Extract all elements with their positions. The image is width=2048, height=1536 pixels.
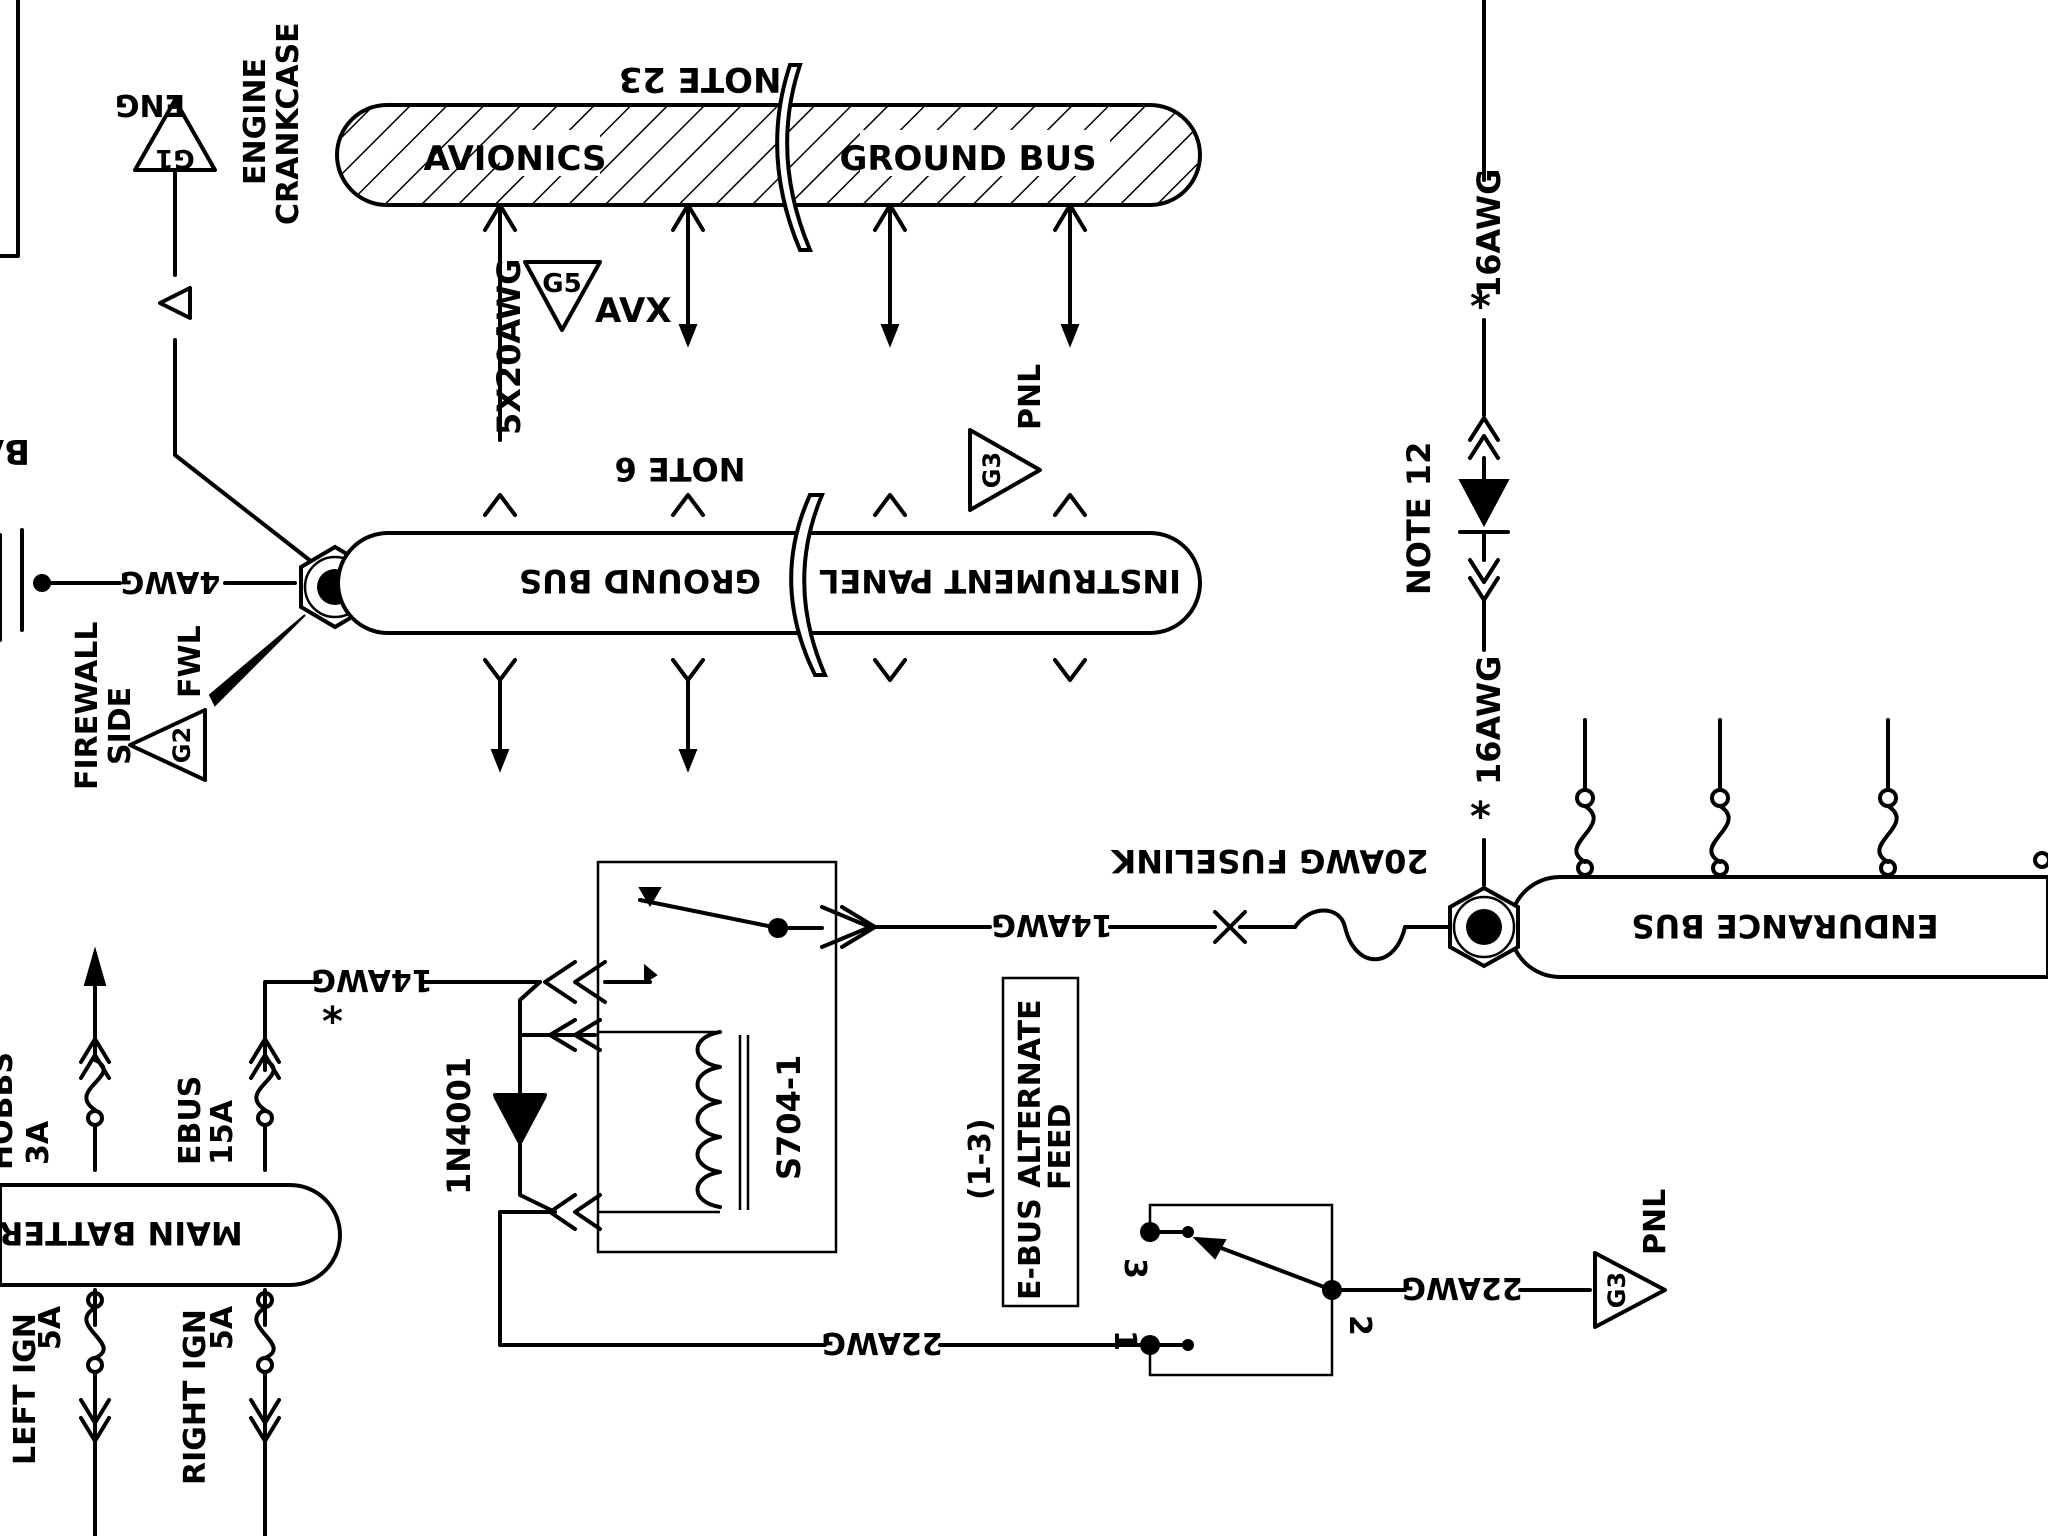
ground-g2-label-line2: SIDE (103, 687, 138, 765)
main-battery-bus: MAIN BATTERY (0, 1183, 342, 1287)
switch-label-line2: FEED (1043, 1104, 1078, 1190)
battery-ground-wire-label: 4AWG (120, 564, 220, 599)
endurance-feed-wire (1458, 0, 1510, 887)
left-ign-breaker-line1: LEFT IGN (8, 1313, 43, 1465)
relay-feed-asterisk: * (322, 999, 343, 1045)
panel-note-label: NOTE 6 (614, 450, 745, 488)
ground-bus-label: GROUND BUS (519, 562, 761, 600)
ebus-breaker-line2: 15A (205, 1099, 240, 1165)
ground-g1-tag: ENG (115, 87, 185, 122)
relay-feed-wire-label: 14AWG (311, 962, 432, 997)
avionics-ground-bus-label: GROUND BUS (839, 139, 1096, 179)
avionics-ground-wire-label: 5X20AWG (490, 259, 528, 435)
instrument-panel-ground-bus: GROUND BUS INSTRUMENT PANEL (336, 493, 1202, 677)
panel-bus-taps (483, 493, 1087, 773)
main-battery-label: MAIN BATTERY (0, 1214, 243, 1252)
switch-ground-wire-label: 22AWG (1401, 1270, 1522, 1305)
diode-note-label: NOTE 12 (1400, 442, 1438, 595)
ground-g5-id: G5 (542, 269, 581, 299)
switch-pin-3: 3 (1117, 1258, 1152, 1279)
switch-pin-2: 2 (1342, 1315, 1377, 1336)
avionics-ground-bus: AVIONICS GROUND BUS (335, 63, 1202, 252)
right-ign-breaker-line2: 5A (205, 1305, 240, 1350)
fuselink-label: 20AWG FUSELINK (1110, 842, 1428, 880)
ground-g5-tag: AVX (595, 291, 672, 331)
avionics-note-label: NOTE 23 (619, 59, 782, 99)
ground-g2-label-line1: FIREWALL (70, 622, 105, 790)
switch-range-label: (1-3) (963, 1118, 998, 1200)
ground-g2-tag: FWL (173, 625, 208, 698)
relay-label: S704-1 (770, 1055, 808, 1180)
right-ign-breaker-line1: RIGHT IGN (178, 1309, 213, 1485)
main-battery-lower-breakers (79, 1288, 281, 1536)
ground-g1-symbol: G1 ENG (115, 87, 337, 582)
ground-g5-symbol: G5 AVX (523, 260, 672, 332)
ebus-lower-wire-label: 16AWG (1470, 656, 1508, 785)
avionics-bus-taps (483, 203, 1087, 442)
endurance-bus: ENDURANCE BUS (1448, 875, 2048, 979)
relay-out-wire-label: 14AWG (991, 907, 1112, 942)
relay-s704: S704-1 (596, 860, 838, 1254)
ebus-breaker-line1: EBUS (173, 1076, 208, 1165)
ebus-lower-asterisk: * (1470, 794, 1491, 840)
fuselink-wire (820, 905, 1452, 962)
ground-g1-label-line1: ENGINE (238, 58, 273, 185)
ground-g2-id: G2 (168, 727, 196, 763)
ground-g3-bottom-tag: PNL (1638, 1189, 1673, 1255)
ebus-alternate-feed-switch: E-BUS ALTERNATE FEED (1-3) 3 1 2 (963, 976, 1592, 1377)
left-ign-breaker-line2: 5A (33, 1305, 68, 1350)
switch-label-line1: E-BUS ALTERNATE (1013, 999, 1048, 1300)
endurance-bus-fuses (1574, 718, 2048, 877)
switch-return-wire-label: 22AWG (821, 1325, 942, 1360)
hobbs-breaker-line1: HOBBS (0, 1052, 20, 1170)
battery-partial-label: BATTE (0, 431, 30, 471)
ebus-upper-wire-label: 16AWG (1470, 169, 1508, 298)
switch-pin-1: 1 (1107, 1330, 1142, 1351)
relay-feed-and-diode (263, 960, 1147, 1347)
ground-g3-top-id: G3 (978, 452, 1006, 488)
main-battery-upper-breakers (79, 946, 281, 1172)
instrument-panel-label: INSTRUMENT PANEL (819, 562, 1181, 600)
ebus-upper-asterisk: * (1470, 284, 1491, 330)
ground-g3-top-symbol: G3 PNL (968, 364, 1048, 512)
ground-g1-label-line2: CRANKCASE (271, 22, 306, 225)
ground-g2-symbol: G2 FWL (128, 625, 208, 782)
ground-g3-bottom-symbol: G3 PNL (1593, 1189, 1673, 1329)
ground-g3-top-tag: PNL (1013, 364, 1048, 430)
diode-label: 1N4001 (440, 1057, 478, 1195)
avionics-bus-label: AVIONICS (423, 139, 606, 179)
ground-g3-bottom-id: G3 (1603, 1272, 1631, 1308)
hobbs-breaker-line2: 3A (21, 1120, 56, 1165)
endurance-bus-label: ENDURANCE BUS (1631, 907, 1938, 945)
